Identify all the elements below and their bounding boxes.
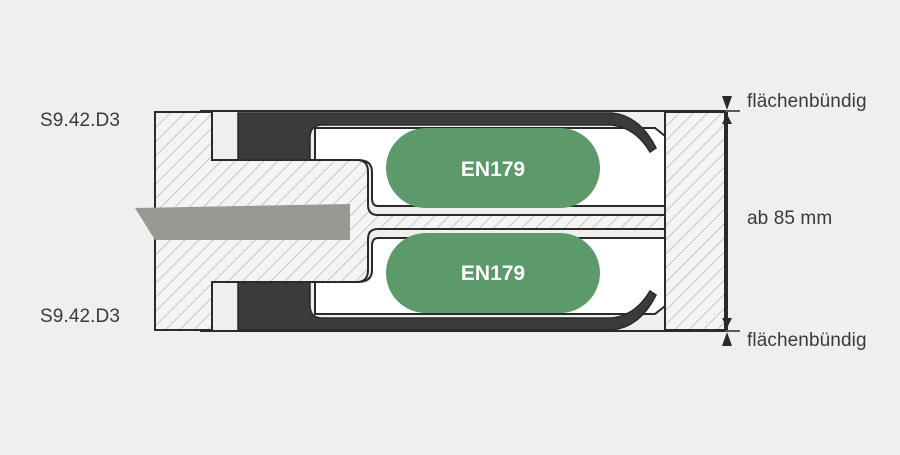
dimension-arrow-top-inner (722, 114, 732, 124)
seal-top-label: EN179 (461, 158, 525, 181)
flush-arrow-bottom (722, 332, 732, 346)
profile-label-top: S9.42.D3 (40, 110, 121, 131)
gasket-upper (237, 112, 657, 161)
profile-label-bottom: S9.42.D3 (40, 306, 121, 327)
dimension-arrow-bottom-inner (722, 318, 732, 328)
seal-top (386, 128, 600, 208)
seal-bottom-label: EN179 (461, 262, 525, 285)
flush-label-bottom: flächenbündig (747, 330, 867, 351)
flush-arrow-top (722, 96, 732, 110)
frame-profile-right (664, 111, 726, 331)
gasket-lower (237, 281, 657, 331)
seal-bottom (386, 233, 600, 313)
blade-insert (135, 204, 350, 240)
flush-label-top: flächenbündig (747, 91, 867, 112)
thickness-label: ab 85 mm (747, 208, 833, 229)
